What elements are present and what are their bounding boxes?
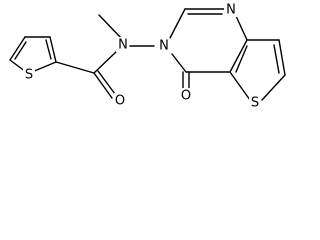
pyrimidinone-ring xyxy=(169,8,248,89)
bond-n-methyl xyxy=(98,14,122,39)
atom-labels: S O N N N O S xyxy=(23,2,261,111)
atom-thiophene-s: S xyxy=(25,68,33,83)
amide-linker xyxy=(55,14,155,99)
atom-ketone-o: O xyxy=(181,89,191,104)
bond-n3-c2 xyxy=(169,8,186,39)
bond-carbonyl-n xyxy=(93,49,119,74)
bond-carbonyl-o xyxy=(93,72,113,99)
atom-ring-n1: N xyxy=(226,3,236,18)
bond-c2-carbonyl xyxy=(55,61,95,74)
chemical-structure-diagram: S O N N N O S xyxy=(9,2,286,111)
bond-n1-c7a xyxy=(235,15,248,41)
thiophene-ring xyxy=(9,36,57,73)
bond-c7-c6 xyxy=(278,39,286,76)
bond-carbonyl-o-double xyxy=(97,70,116,95)
bond-s-c2 xyxy=(31,61,57,73)
fused-thiophene-ring xyxy=(229,39,286,101)
bond-c4-c5-inner xyxy=(14,41,27,60)
bond-c6-s xyxy=(261,74,286,101)
atom-ring-n3: N xyxy=(159,39,169,54)
atom-carbonyl-o: O xyxy=(115,94,125,109)
atom-amide-n: N xyxy=(118,38,128,53)
atom-thieno-s: S xyxy=(251,96,259,111)
bond-c7a-c4a xyxy=(229,39,248,73)
bond-c4a-inner xyxy=(235,45,248,73)
bond-c4-n3 xyxy=(171,53,187,73)
bond-c4-c5 xyxy=(9,36,26,61)
bond-s-c4a xyxy=(229,71,251,101)
bond-c2-c3 xyxy=(49,36,57,63)
bond-c2-c3-inner xyxy=(45,39,52,60)
bond-c7-c6-inner xyxy=(273,44,280,74)
